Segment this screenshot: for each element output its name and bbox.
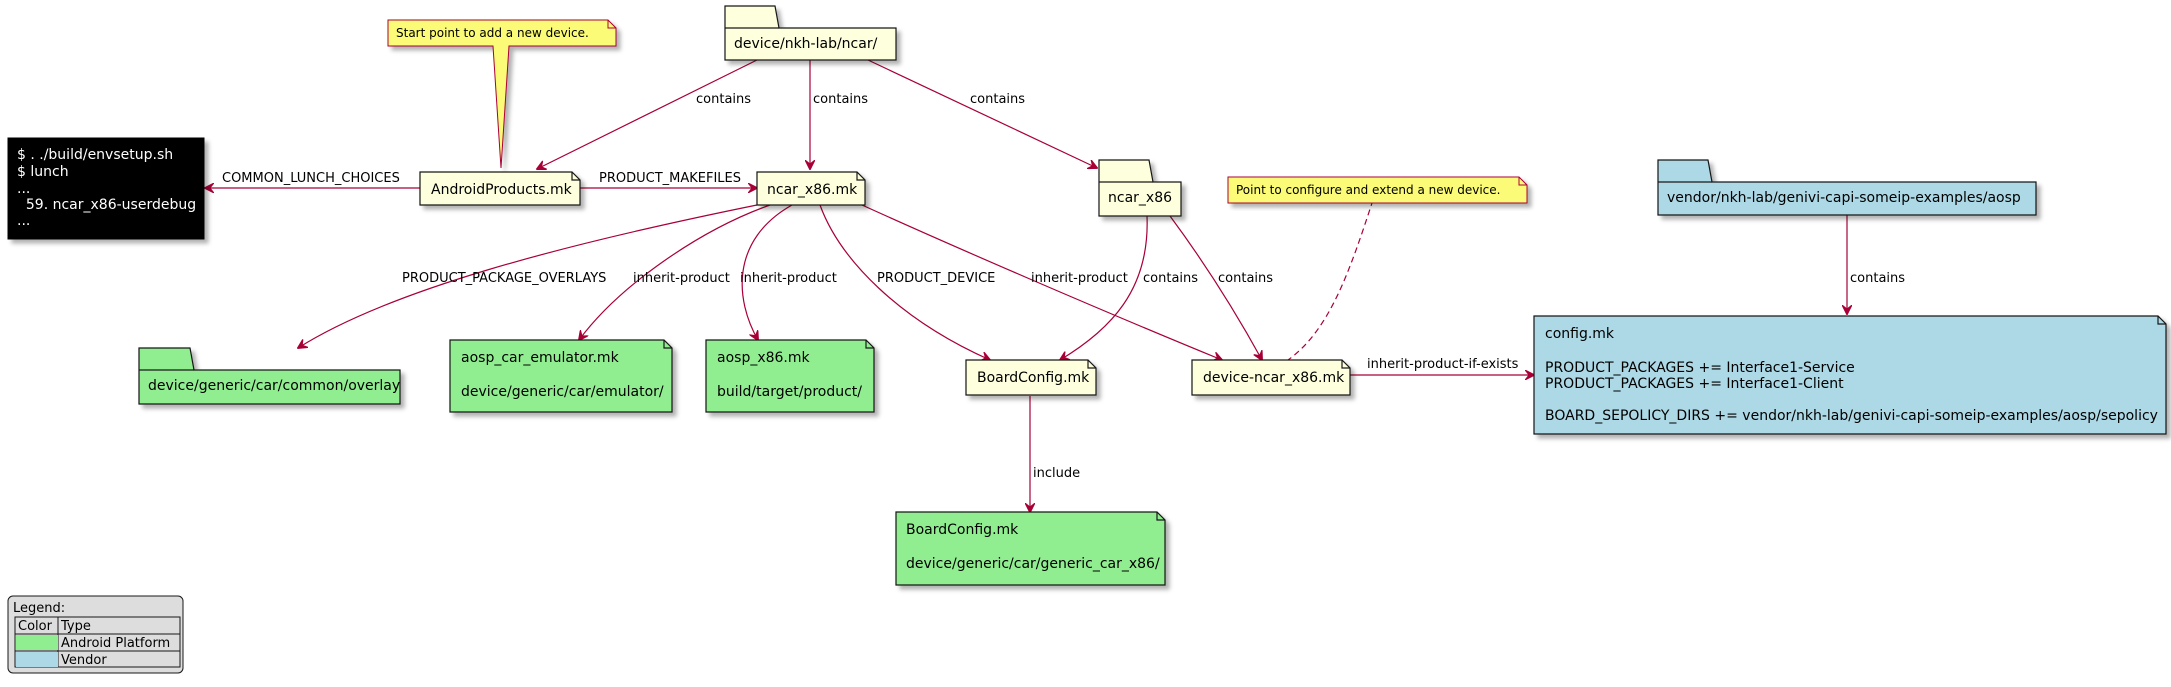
file-aosp-x86-name: aosp_x86.mk <box>717 350 811 366</box>
note-start-point-text: Start point to add a new device. <box>396 26 589 40</box>
terminal-line-3: ... <box>17 181 30 197</box>
file-android-products: AndroidProducts.mk <box>419 171 581 206</box>
folder-root-dir-label: device/nkh-lab/ncar/ <box>734 36 878 52</box>
edges <box>205 59 1847 512</box>
file-android-products-label: AndroidProducts.mk <box>431 182 573 198</box>
file-aosp-car-emulator-path: device/generic/car/emulator/ <box>461 384 664 400</box>
folder-root-dir: device/nkh-lab/ncar/ <box>724 5 897 61</box>
edge-label-inherit-product-if-exists: inherit-product-if-exists <box>1367 357 1519 372</box>
edge-ncardir-to-devicencar <box>1169 215 1262 360</box>
folder-ncar-x86-label: ncar_x86 <box>1108 190 1172 206</box>
file-aosp-x86: aosp_x86.mk build/target/product/ <box>705 339 875 413</box>
edge-label-contains-2: contains <box>813 92 868 107</box>
terminal-box: $ . ./build/envsetup.sh $ lunch ... 59. … <box>7 137 205 240</box>
legend-header-type: Type <box>60 619 91 634</box>
edge-label-product-device: PRODUCT_DEVICE <box>877 271 995 286</box>
edge-configure-note-link <box>1287 199 1374 361</box>
file-config-mk: config.mk PRODUCT_PACKAGES += Interface1… <box>1533 315 2167 435</box>
legend-header-color: Color <box>18 619 53 634</box>
terminal-line-4: 59. ncar_x86-userdebug <box>17 197 196 213</box>
edge-label-contains-6: contains <box>1850 271 1905 286</box>
terminal-line-2: $ lunch <box>17 164 69 180</box>
edge-label-inherit-product-3: inherit-product <box>1031 271 1128 286</box>
file-aosp-car-emulator-name: aosp_car_emulator.mk <box>461 350 620 366</box>
legend: Legend: Color Type Android Platform Vend… <box>7 595 184 674</box>
folder-ncar-x86: ncar_x86 <box>1098 159 1182 217</box>
edge-labels: contains contains contains COMMON_LUNCH_… <box>222 92 1905 481</box>
edge-label-product-makefiles: PRODUCT_MAKEFILES <box>599 171 741 186</box>
edge-label-contains-5: contains <box>1218 271 1273 286</box>
note-configure-point-text: Point to configure and extend a new devi… <box>1236 183 1500 197</box>
file-ncar-x86-mk: ncar_x86.mk <box>756 171 866 206</box>
edge-ncarmk-to-devicencar <box>861 204 1222 360</box>
folder-vendor: vendor/nkh-lab/genivi-capi-someip-exampl… <box>1657 159 2037 216</box>
folder-vendor-label: vendor/nkh-lab/genivi-capi-someip-exampl… <box>1667 190 2021 206</box>
edge-label-inherit-product-2: inherit-product <box>740 271 837 286</box>
legend-row-android: Android Platform <box>61 636 170 651</box>
edge-label-inherit-product-1: inherit-product <box>633 271 730 286</box>
file-board-config-generic-name: BoardConfig.mk <box>906 522 1019 538</box>
file-board-config-generic: BoardConfig.mk device/generic/car/generi… <box>895 511 1166 586</box>
file-aosp-car-emulator: aosp_car_emulator.mk device/generic/car/… <box>449 339 673 413</box>
config-mk-line-3: PRODUCT_PACKAGES += Interface1-Service <box>1545 360 1855 376</box>
edge-ncarmk-to-boardconfig <box>819 204 990 360</box>
config-mk-line-1: config.mk <box>1545 326 1615 342</box>
legend-title: Legend: <box>13 601 65 616</box>
edge-label-product-package-overlays: PRODUCT_PACKAGE_OVERLAYS <box>402 271 606 286</box>
file-board-config-label: BoardConfig.mk <box>977 370 1090 386</box>
file-ncar-x86-mk-label: ncar_x86.mk <box>767 182 858 198</box>
edge-label-include: include <box>1033 466 1080 481</box>
file-board-config: BoardConfig.mk <box>965 359 1097 396</box>
edge-label-contains-3: contains <box>970 92 1025 107</box>
legend-row-vendor: Vendor <box>61 653 107 668</box>
terminal-line-1: $ . ./build/envsetup.sh <box>17 147 173 163</box>
edge-ncarmk-to-overlay <box>298 204 758 348</box>
edge-root-to-ncardir <box>867 59 1097 168</box>
folder-overlay: device/generic/car/common/overlay <box>138 347 401 405</box>
edge-ncarmk-to-emulator <box>579 204 771 340</box>
file-device-ncar-label: device-ncar_x86.mk <box>1203 370 1345 386</box>
edge-root-to-androidproducts <box>537 59 758 169</box>
terminal-line-5: ... <box>17 213 30 229</box>
config-mk-line-6: BOARD_SEPOLICY_DIRS += vendor/nkh-lab/ge… <box>1545 408 2158 424</box>
edge-label-contains-1: contains <box>696 92 751 107</box>
file-device-ncar: device-ncar_x86.mk <box>1191 359 1351 396</box>
legend-swatch-android <box>16 635 58 650</box>
legend-swatch-vendor <box>16 652 58 667</box>
note-configure-point: Point to configure and extend a new devi… <box>1227 176 1528 204</box>
file-board-config-generic-path: device/generic/car/generic_car_x86/ <box>906 556 1160 572</box>
edge-ncarmk-to-aospx86 <box>741 204 793 340</box>
folder-overlay-label: device/generic/car/common/overlay <box>148 378 400 394</box>
note-start-point: Start point to add a new device. <box>387 19 617 169</box>
edge-label-contains-4: contains <box>1143 271 1198 286</box>
config-mk-line-4: PRODUCT_PACKAGES += Interface1-Client <box>1545 376 1844 392</box>
edge-ncardir-to-boardconfig <box>1060 215 1148 360</box>
edge-label-common-lunch-choices: COMMON_LUNCH_CHOICES <box>222 171 400 186</box>
file-aosp-x86-path: build/target/product/ <box>717 384 862 400</box>
